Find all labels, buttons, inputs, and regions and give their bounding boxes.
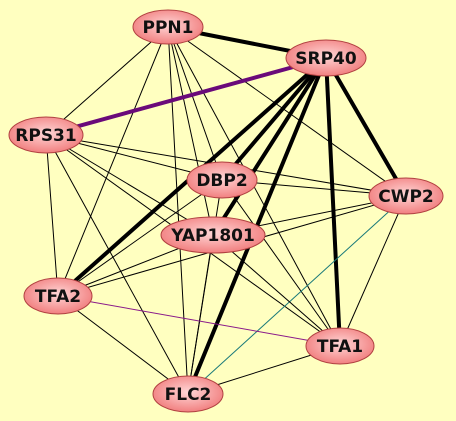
- edge-ppn1-flc2: [167, 26, 189, 395]
- edge-rps31-yap1801: [45, 134, 214, 236]
- edge-ppn1-cwp2: [167, 26, 407, 197]
- edge-ppn1-yap1801: [167, 26, 214, 236]
- node-dbp2[interactable]: DBP2: [186, 161, 258, 199]
- node-ellipse: [23, 277, 93, 315]
- node-rps31[interactable]: RPS31: [8, 116, 84, 154]
- node-label: YAP1801: [170, 226, 255, 246]
- edge-srp40-tfa1: [324, 56, 342, 348]
- node-layer: PPN1SRP40RPS31DBP2CWP2YAP1801TFA2TFA1FLC…: [8, 9, 444, 413]
- edge-rps31-flc2: [45, 134, 189, 395]
- node-ellipse: [132, 9, 204, 45]
- node-ellipse: [8, 116, 84, 154]
- node-ellipse: [152, 375, 224, 413]
- edge-ppn1-dbp2: [167, 26, 223, 181]
- node-tfa2[interactable]: TFA2: [23, 277, 93, 315]
- edge-rps31-srp40: [44, 56, 328, 137]
- edge-rps31-tfa2: [45, 134, 59, 297]
- node-ellipse: [285, 39, 367, 77]
- node-srp40[interactable]: SRP40: [285, 39, 367, 77]
- node-label: FLC2: [165, 385, 212, 405]
- node-label: PPN1: [143, 18, 194, 38]
- node-cwp2[interactable]: CWP2: [368, 177, 444, 215]
- node-flc2[interactable]: FLC2: [152, 375, 224, 413]
- edge-dbp2-tfa1: [221, 179, 341, 347]
- node-label: TFA2: [35, 287, 81, 307]
- edge-dbp2-tfa2: [57, 179, 223, 297]
- edge-tfa2-tfa1: [57, 295, 341, 347]
- edge-tfa2-flc2: [57, 295, 189, 395]
- edge-cwp2-flc2: [187, 195, 407, 395]
- edge-cwp2-tfa1: [339, 195, 407, 347]
- edge-yap1801-tfa1: [212, 234, 341, 347]
- edge-ppn1-tfa2: [57, 26, 169, 297]
- edge-ppn1-rps31: [45, 26, 169, 136]
- node-label: CWP2: [378, 187, 434, 207]
- edge-srp40-cwp2: [324, 56, 408, 198]
- node-ppn1[interactable]: PPN1: [132, 9, 204, 45]
- edge-yap1801-flc2: [187, 234, 214, 395]
- node-yap1801[interactable]: YAP1801: [160, 216, 266, 254]
- edge-srp40-dbp2: [220, 56, 328, 182]
- node-ellipse: [368, 177, 444, 215]
- node-ellipse: [305, 327, 375, 365]
- node-label: DBP2: [196, 171, 247, 191]
- edge-srp40-yap1801: [211, 56, 328, 237]
- node-label: RPS31: [15, 126, 76, 146]
- node-label: TFA1: [317, 337, 363, 357]
- node-tfa1[interactable]: TFA1: [305, 327, 375, 365]
- node-ellipse: [186, 161, 258, 199]
- node-label: SRP40: [295, 49, 357, 69]
- node-ellipse: [160, 216, 266, 254]
